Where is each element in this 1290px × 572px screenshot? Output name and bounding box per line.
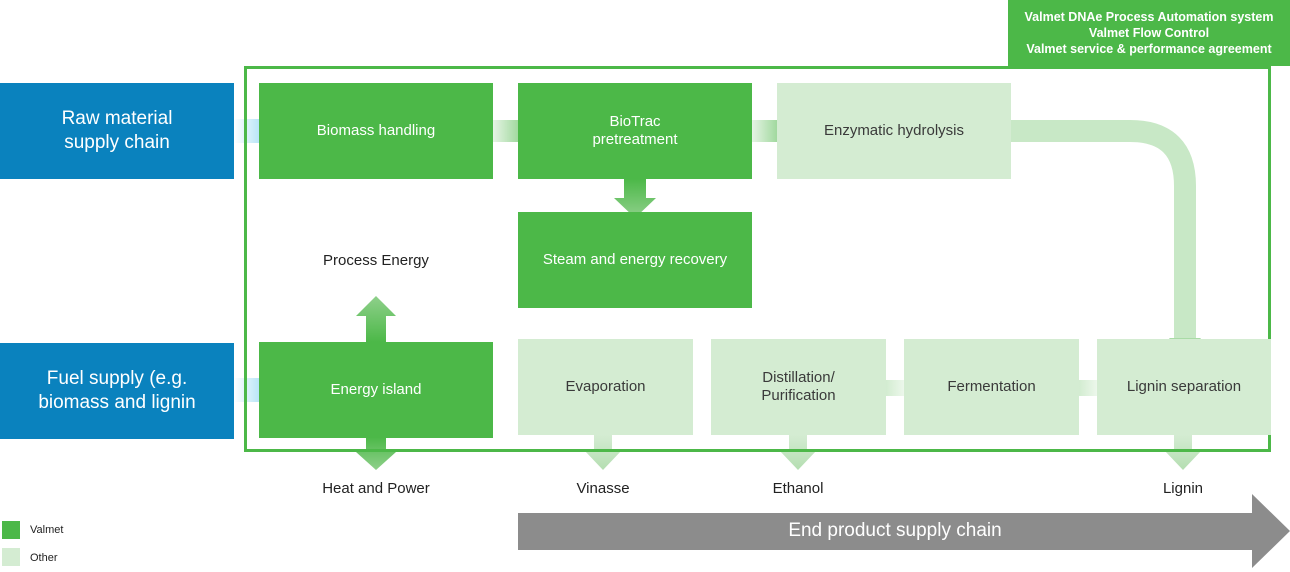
energy-to-heat-power-arrow xyxy=(356,437,396,470)
valmet-scope-frame xyxy=(244,66,1271,452)
fuel-supply-box: Fuel supply (e.g. biomass and lignin xyxy=(0,343,234,439)
end-product-chain-label: End product supply chain xyxy=(788,520,1002,541)
lignin-separation-label: Lignin separation xyxy=(1126,378,1242,395)
process-energy-label: Process Energy xyxy=(323,252,429,269)
steam-energy-label: Steam and energy recovery xyxy=(542,251,728,268)
automation-system-label: Valmet DNAe Process Automation system xyxy=(1024,10,1274,24)
distillation-box: Distillation/ Purification xyxy=(711,339,886,435)
biotrac-label-2: pretreatment xyxy=(592,131,678,148)
steam-energy-recovery-box: Steam and energy recovery xyxy=(518,212,752,308)
vinasse-label: Vinasse xyxy=(576,480,630,497)
evaporation-box: Evaporation xyxy=(518,339,693,435)
legend-valmet-swatch xyxy=(2,521,20,539)
evaporation-to-vinasse-arrow xyxy=(584,435,622,470)
energy-to-process-energy-arrow xyxy=(356,296,396,342)
biotrac-label-1: BioTrac xyxy=(609,113,661,130)
legend-other-swatch xyxy=(2,548,20,566)
fermentation-label: Fermentation xyxy=(947,378,1036,395)
fermentation-box: Fermentation xyxy=(904,339,1079,435)
valmet-services-box: Valmet DNAe Process Automation system Va… xyxy=(1008,0,1290,66)
energy-island-label: Energy island xyxy=(330,381,422,398)
legend-other-label: Other xyxy=(30,552,58,564)
enzymatic-hydrolysis-box: Enzymatic hydrolysis xyxy=(777,83,1011,179)
biotrac-to-steam-arrow xyxy=(614,179,656,218)
service-agreement-label: Valmet service & performance agreement xyxy=(1026,42,1272,56)
raw-material-label-2: supply chain xyxy=(64,132,170,153)
legend-valmet-label: Valmet xyxy=(30,524,64,536)
raw-material-supply-box: Raw material supply chain xyxy=(0,83,234,179)
fuel-supply-label-1: Fuel supply (e.g. xyxy=(46,368,188,389)
distillation-label-2: Purification xyxy=(761,387,836,404)
fuel-supply-label-2: biomass and lignin xyxy=(38,392,196,413)
raw-material-label-1: Raw material xyxy=(61,108,173,129)
enzymatic-to-lignin-arrow xyxy=(1010,120,1196,340)
lignin-separation-box: Lignin separation xyxy=(1097,339,1271,435)
heat-power-label: Heat and Power xyxy=(322,480,430,497)
lignin-sep-to-lignin-arrow xyxy=(1164,435,1202,470)
biotrac-pretreatment-box: BioTrac pretreatment xyxy=(518,83,752,179)
ethanol-label: Ethanol xyxy=(772,480,824,497)
distillation-label-1: Distillation/ xyxy=(762,369,835,386)
flow-control-label: Valmet Flow Control xyxy=(1088,26,1210,40)
evaporation-label: Evaporation xyxy=(565,378,646,395)
energy-island-box: Energy island xyxy=(259,342,493,438)
biomass-handling-label: Biomass handling xyxy=(316,122,436,139)
end-product-chain-arrow xyxy=(518,494,1290,568)
lignin-output-label: Lignin xyxy=(1162,480,1204,497)
enzymatic-hydrolysis-label: Enzymatic hydrolysis xyxy=(823,122,965,139)
distillation-to-ethanol-arrow xyxy=(779,435,817,470)
biomass-handling-box: Biomass handling xyxy=(259,83,493,179)
